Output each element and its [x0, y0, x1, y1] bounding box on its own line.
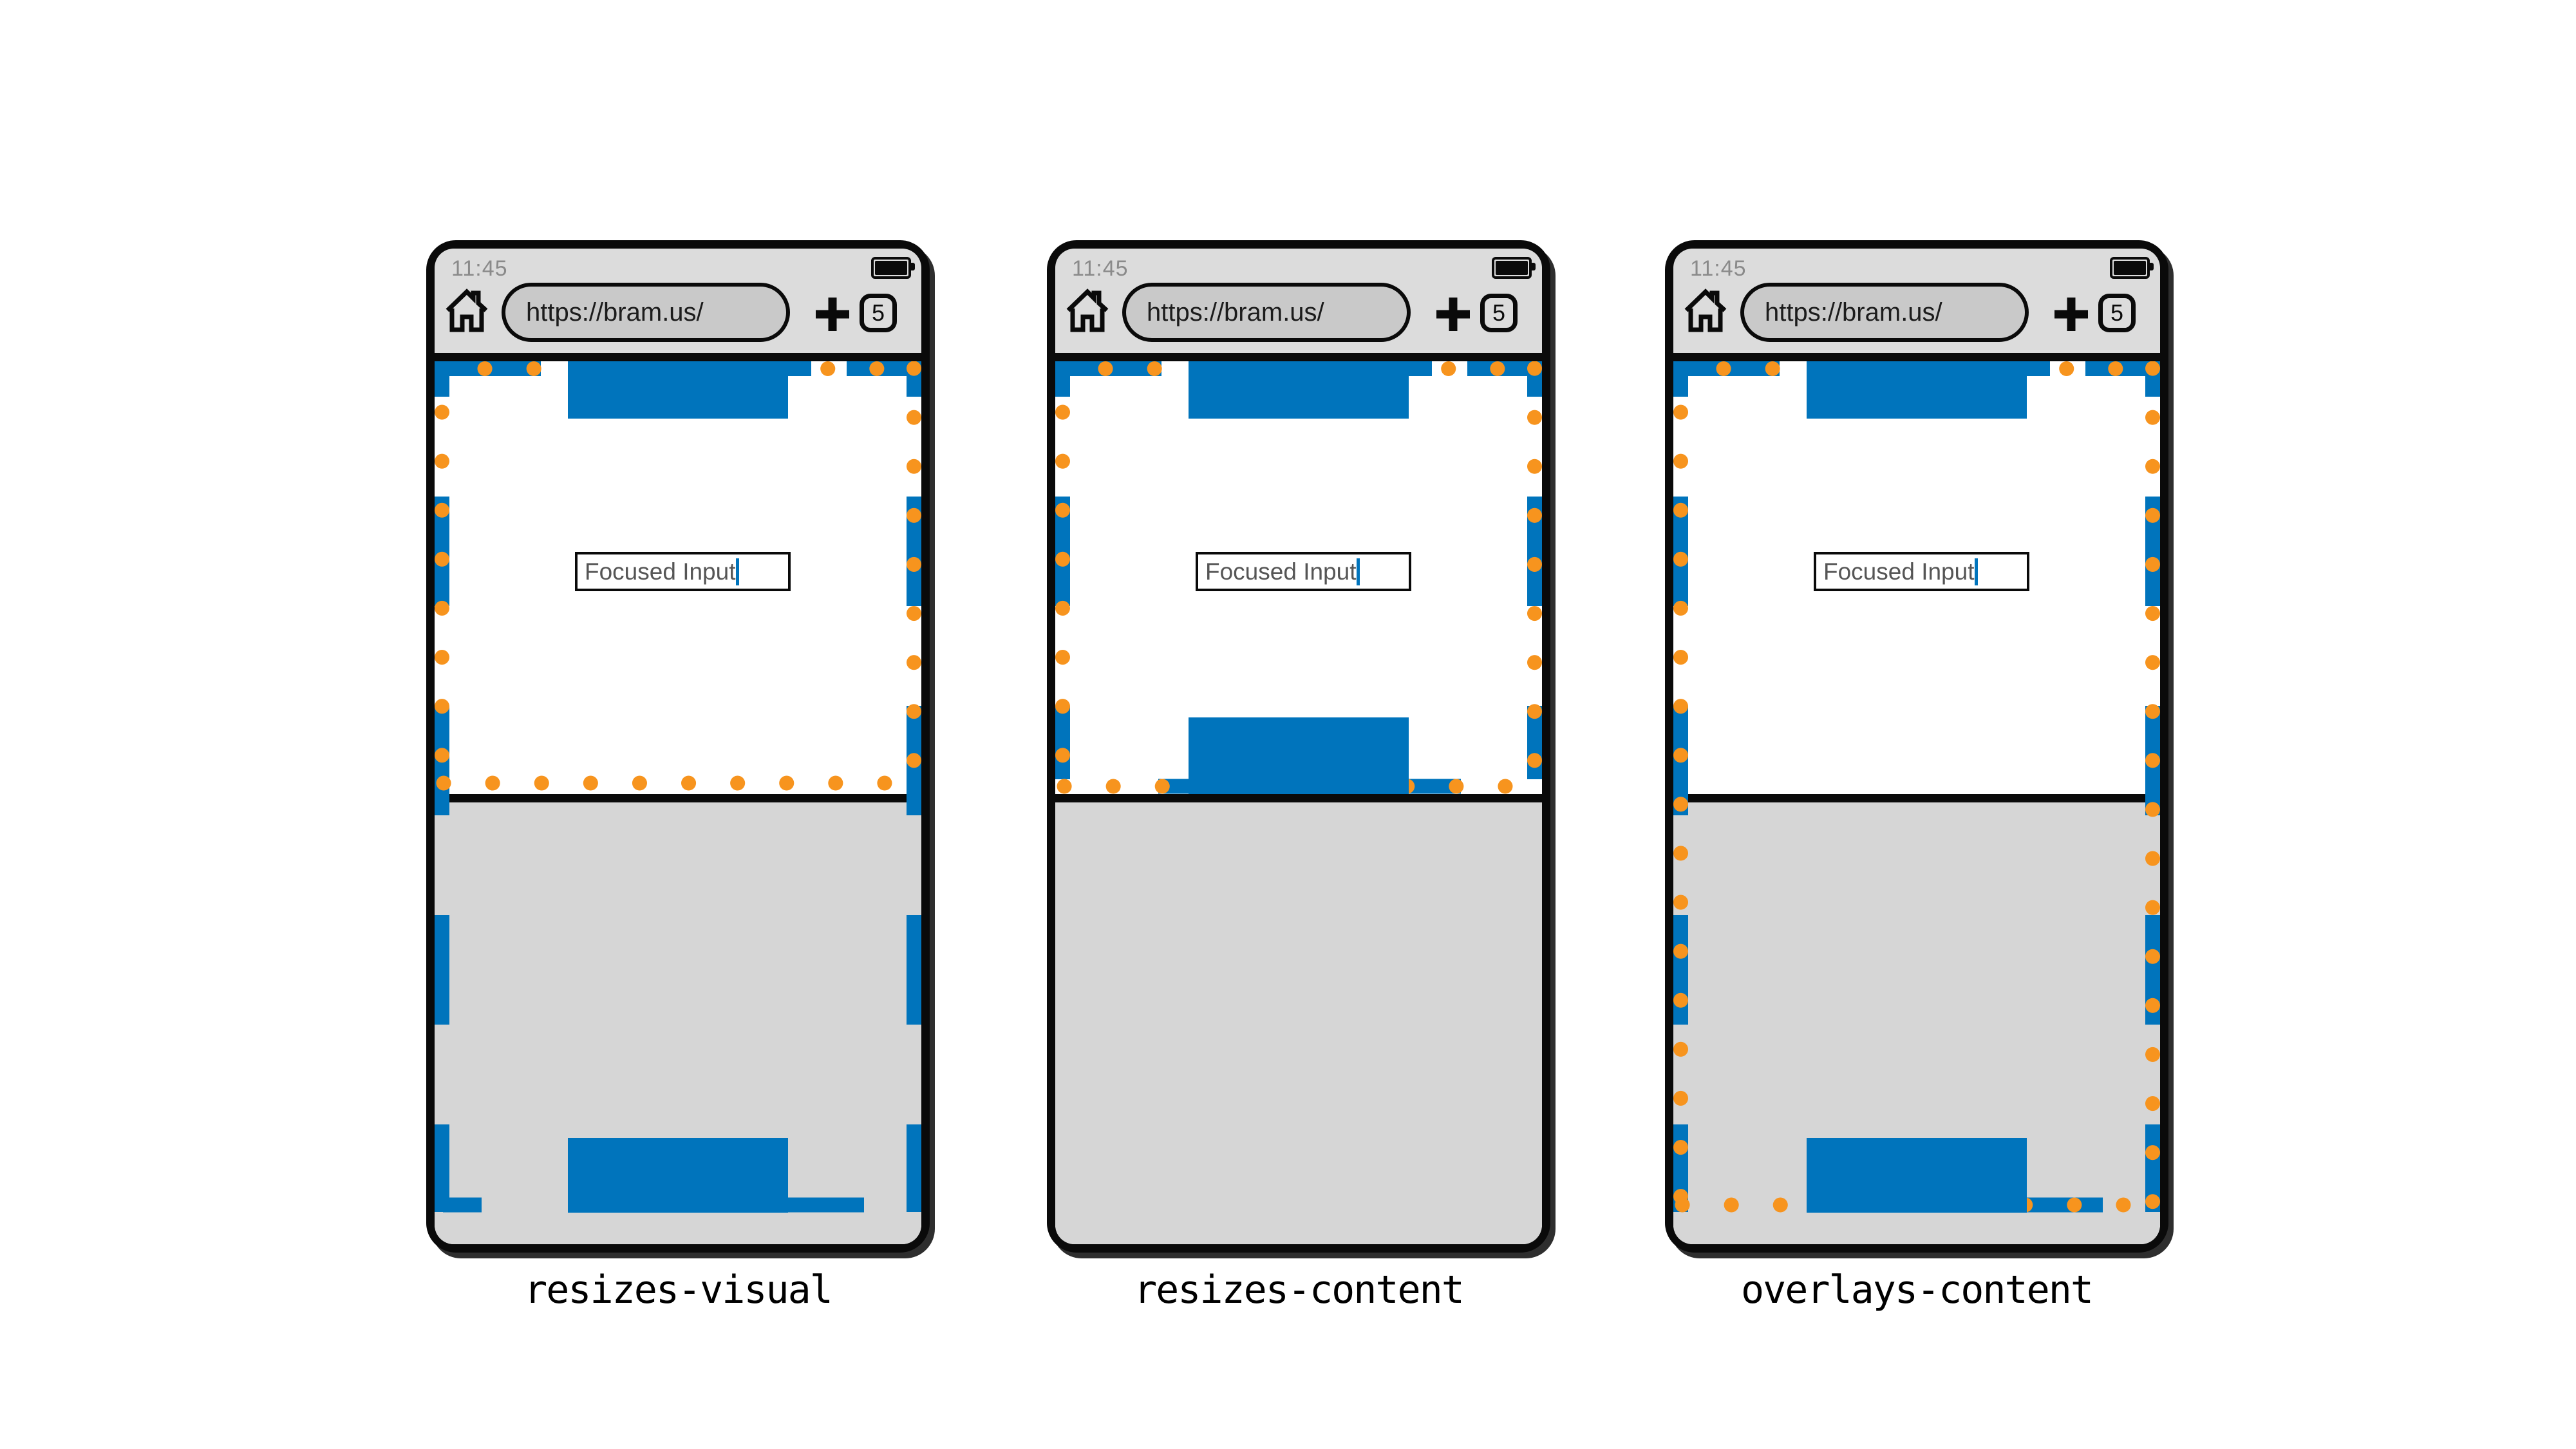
input-value: Focused Input — [1823, 558, 1975, 585]
page-viewport: Focused Input — [435, 361, 921, 1244]
keyboard-top-edge — [1055, 794, 1542, 802]
caption-resizes-content: resizes-content — [1134, 1267, 1465, 1312]
tab-counter[interactable]: 5 — [860, 294, 897, 332]
browser-chrome: 11:45 https://bram.us/ 5 — [435, 249, 921, 353]
browser-chrome: 11:45 https://bram.us/ 5 — [1673, 249, 2160, 353]
tab-counter[interactable]: 5 — [2098, 294, 2136, 332]
text-caret — [1975, 558, 1979, 585]
keyboard-top-edge — [435, 794, 921, 802]
phone-screen: 11:45 https://bram.us/ 5 — [1673, 249, 2160, 1244]
caption-overlays-content: overlays-content — [1741, 1267, 2094, 1312]
phone-screen: 11:45 https://bram.us/ 5 — [435, 249, 921, 1244]
battery-nub — [1532, 263, 1536, 270]
text-caret — [736, 558, 740, 585]
fixed-footer-block — [1189, 717, 1409, 794]
focused-input[interactable]: Focused Input — [575, 552, 791, 591]
phone-screen: 11:45 https://bram.us/ 5 — [1055, 249, 1542, 1244]
url-bar[interactable]: https://bram.us/ — [502, 283, 790, 342]
phone-mockup-overlays-content: 11:45 https://bram.us/ 5 — [1665, 240, 2168, 1253]
home-icon[interactable] — [1066, 286, 1109, 335]
text-caret — [1357, 558, 1360, 585]
battery-fill — [875, 261, 907, 275]
focused-input[interactable]: Focused Input — [1196, 552, 1411, 591]
page-viewport: Focused Input — [1055, 361, 1542, 1244]
virtual-keyboard-area — [1055, 802, 1542, 1244]
battery-nub — [2150, 263, 2154, 270]
keyboard-top-edge — [1673, 794, 2160, 802]
battery-icon — [871, 257, 915, 279]
home-icon[interactable] — [445, 286, 489, 335]
chrome-separator — [1673, 353, 2160, 361]
url-bar[interactable]: https://bram.us/ — [1740, 283, 2029, 342]
caption-resizes-visual: resizes-visual — [524, 1267, 833, 1312]
focused-input[interactable]: Focused Input — [1814, 552, 2029, 591]
fixed-footer-block — [568, 1138, 788, 1213]
new-tab-plus-icon[interactable] — [2054, 298, 2088, 331]
tab-counter[interactable]: 5 — [1480, 294, 1518, 332]
viewport-art-overlays-content — [1673, 361, 2160, 1244]
status-time: 11:45 — [451, 256, 508, 281]
chrome-separator — [435, 353, 921, 361]
browser-chrome: 11:45 https://bram.us/ 5 — [1055, 249, 1542, 353]
battery-fill — [2114, 261, 2146, 275]
status-time: 11:45 — [1690, 256, 1747, 281]
viewport-art-resizes-visual — [435, 361, 921, 1244]
input-value: Focused Input — [1205, 558, 1357, 585]
page-viewport: Focused Input — [1673, 361, 2160, 1244]
new-tab-plus-icon[interactable] — [816, 298, 849, 331]
home-icon[interactable] — [1684, 286, 1727, 335]
battery-icon — [1492, 257, 1536, 279]
new-tab-plus-icon[interactable] — [1436, 298, 1470, 331]
fixed-header-block — [568, 361, 788, 419]
battery-nub — [911, 263, 915, 270]
chrome-separator — [1055, 353, 1542, 361]
status-time: 11:45 — [1072, 256, 1129, 281]
fixed-footer-block — [1807, 1138, 2027, 1213]
url-bar[interactable]: https://bram.us/ — [1122, 283, 1411, 342]
viewport-art-resizes-content — [1055, 361, 1542, 1244]
fixed-header-block — [1807, 361, 2027, 419]
phone-mockup-resizes-visual: 11:45 https://bram.us/ 5 — [426, 240, 930, 1253]
battery-icon — [2110, 257, 2154, 279]
fixed-header-block — [1189, 361, 1409, 419]
phone-mockup-resizes-content: 11:45 https://bram.us/ 5 — [1047, 240, 1550, 1253]
battery-fill — [1496, 261, 1528, 275]
input-value: Focused Input — [585, 558, 736, 585]
